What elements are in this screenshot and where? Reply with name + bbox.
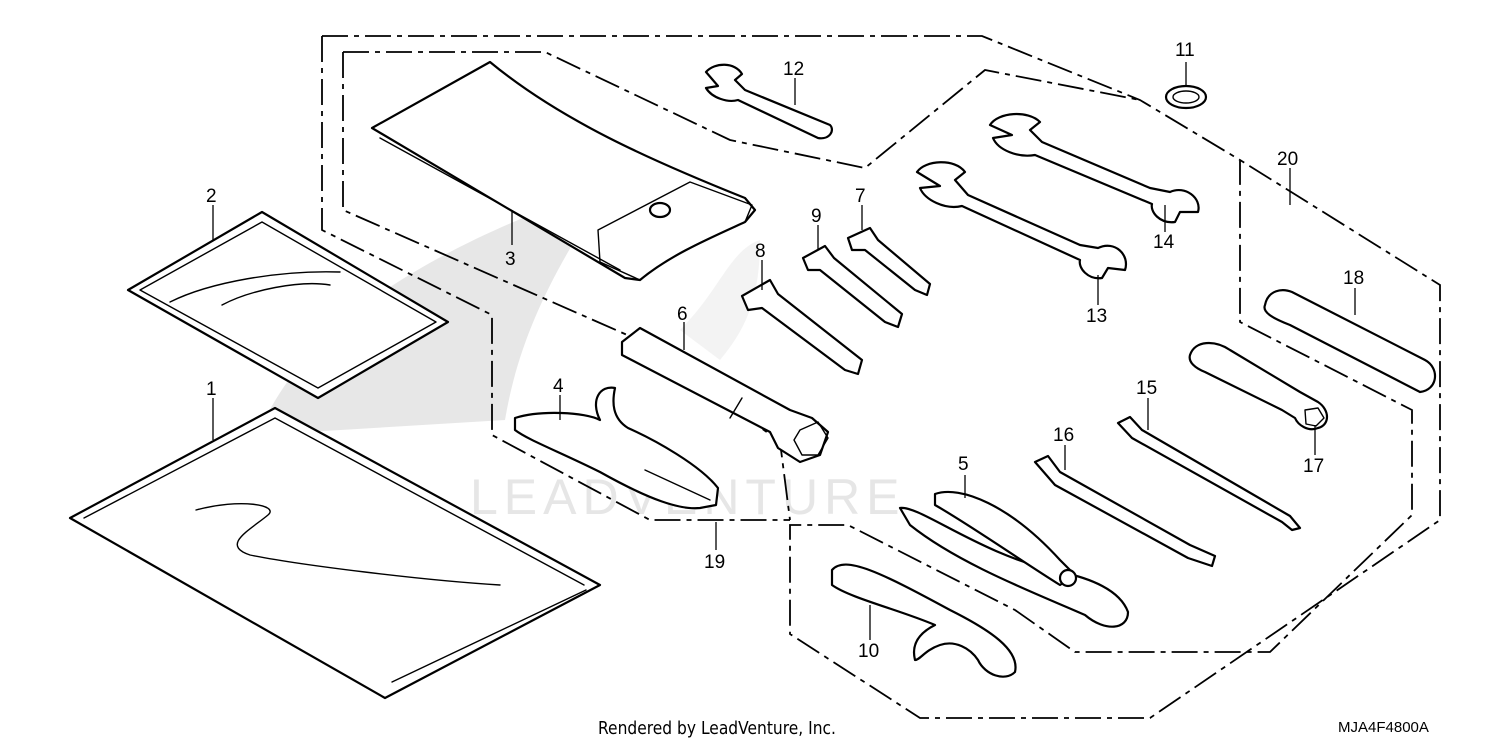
part-4-pin-spanner <box>513 386 720 510</box>
callout-2: 2 <box>206 186 217 207</box>
part-7-hex-key-small <box>846 226 932 297</box>
callout-8: 8 <box>755 241 766 262</box>
callout-11: 11 <box>1175 40 1195 61</box>
part-14-open-end-wrench-12x14 <box>988 113 1200 224</box>
callout-12: 12 <box>783 59 804 80</box>
callout-18: 18 <box>1343 268 1364 289</box>
callout-14: 14 <box>1153 232 1175 253</box>
callout-9: 9 <box>811 206 822 227</box>
part-16-screwdriver-blade-flat <box>1033 454 1217 568</box>
part-6-plug-wrench <box>620 326 830 464</box>
callout-13: 13 <box>1086 306 1107 327</box>
callout-6: 6 <box>677 304 688 325</box>
callout-4: 4 <box>553 376 564 397</box>
rendered-by-credit: Rendered by LeadVenture, Inc. <box>598 718 836 739</box>
part-15-screwdriver-blade-phillips <box>1116 415 1302 532</box>
callout-20: 20 <box>1277 149 1298 170</box>
part-5-pliers <box>898 490 1130 628</box>
callout-16: 16 <box>1053 425 1074 446</box>
assembly-boundary-20 <box>321 35 1441 719</box>
part-18-extension-bar <box>1263 289 1436 394</box>
part-17-screwdriver-handle <box>1188 342 1329 431</box>
part-2-document-bag <box>126 210 450 400</box>
leader-lines <box>212 62 1356 640</box>
part-9-hex-key-medium <box>801 244 904 329</box>
callout-5: 5 <box>958 454 969 475</box>
part-1-owners-manual-pouch <box>68 406 602 700</box>
part-3-tool-bag <box>370 60 757 282</box>
callout-19: 19 <box>704 552 725 573</box>
diagram-code: MJA4F4800A <box>1338 719 1429 736</box>
callout-numbers: 2 1 3 4 6 8 9 7 12 11 20 14 13 18 15 16 … <box>206 40 1364 662</box>
part-10-hook-spanner <box>830 563 1017 678</box>
part-12-small-open-end-wrench <box>704 63 834 140</box>
part-11-o-ring <box>1164 84 1208 110</box>
callout-10: 10 <box>858 641 879 662</box>
callout-15: 15 <box>1136 378 1157 399</box>
callout-7: 7 <box>855 186 866 207</box>
part-8-hex-key-large <box>740 278 864 376</box>
part-13-open-end-wrench-14x17 <box>915 161 1128 280</box>
callout-3: 3 <box>505 249 516 270</box>
callout-17: 17 <box>1303 456 1324 477</box>
callout-1: 1 <box>206 379 217 400</box>
